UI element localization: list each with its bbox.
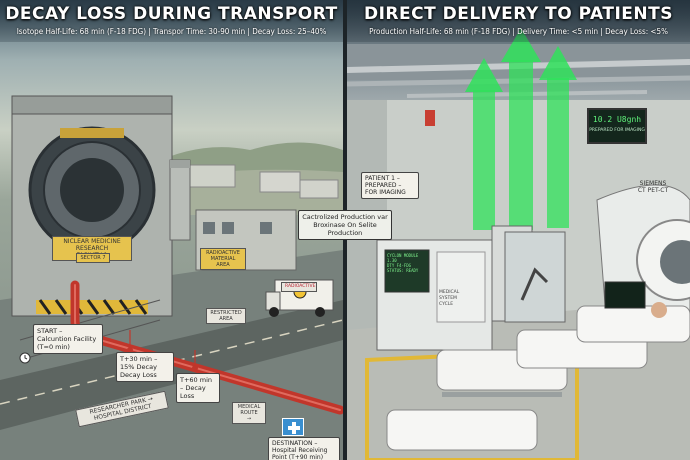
medical-cross-icon	[282, 418, 304, 436]
dose-monitor-value: 10.2 U8gnh	[592, 115, 642, 124]
left-panel-transport: DECAY LOSS DURING TRANSPORT Isotope Half…	[0, 0, 343, 460]
t30-callout: T+30 min – 15% Decay Decay Loss	[116, 352, 174, 382]
left-title: DECAY LOSS DURING TRANSPORT	[5, 4, 338, 24]
facility-sector-sign: SECTOR 7	[76, 253, 110, 263]
transport-scene	[0, 95, 343, 460]
road-sign: MEDICAL ROUTE →	[232, 402, 266, 424]
delivery-beam-arrows	[465, 28, 577, 230]
hospital-scene	[347, 28, 690, 460]
dose-monitor-subtitle: PREPARED FOR IMAGING	[589, 128, 645, 133]
patient-sign: PATIENT 1 – PREPARED – FOR IMAGING	[361, 172, 419, 199]
t60-callout: T+60 min – Decay Loss	[176, 373, 220, 403]
cyclotron-screen: CYCLON MODULE 1.30 DTY F4-FDG STATUS: RE…	[387, 253, 419, 273]
dose-monitor: 10.2 U8gnh PREPARED FOR IMAGING	[587, 108, 647, 144]
truck-label: RADIOACTIVE	[281, 282, 317, 292]
right-panel-direct: DIRECT DELIVERY TO PATIENTS Production H…	[347, 0, 690, 460]
right-header-bar	[347, 0, 690, 42]
right-subtitle: Production Half-Life: 68 min (F-18 FDG) …	[369, 27, 668, 36]
clock-icon	[19, 352, 31, 364]
center-production-label: Cactrolized Production var Broxinase On …	[298, 210, 392, 240]
patient-bed-4	[386, 409, 538, 451]
fence-sign: RESTRICTED AREA	[206, 308, 246, 324]
start-callout: START – Calcuntion Facility (T=0 min)	[33, 324, 103, 354]
right-title: DIRECT DELIVERY TO PATIENTS	[364, 4, 673, 24]
left-header-bar	[0, 0, 343, 42]
cyclotron-plate: MEDICAL SYSTEM CYCLE	[439, 290, 460, 307]
radioactive-area-sign: RADIOACTIVE MATERIAL AREA	[200, 248, 246, 270]
destination-callout: DESTINATION – Hospital Receiving Point (…	[268, 437, 340, 460]
left-subtitle: Isotope Half-Life: 68 min (F-18 FDG) | T…	[16, 27, 327, 36]
scanner-label: SIEMENS CT PET-CT	[637, 180, 669, 194]
